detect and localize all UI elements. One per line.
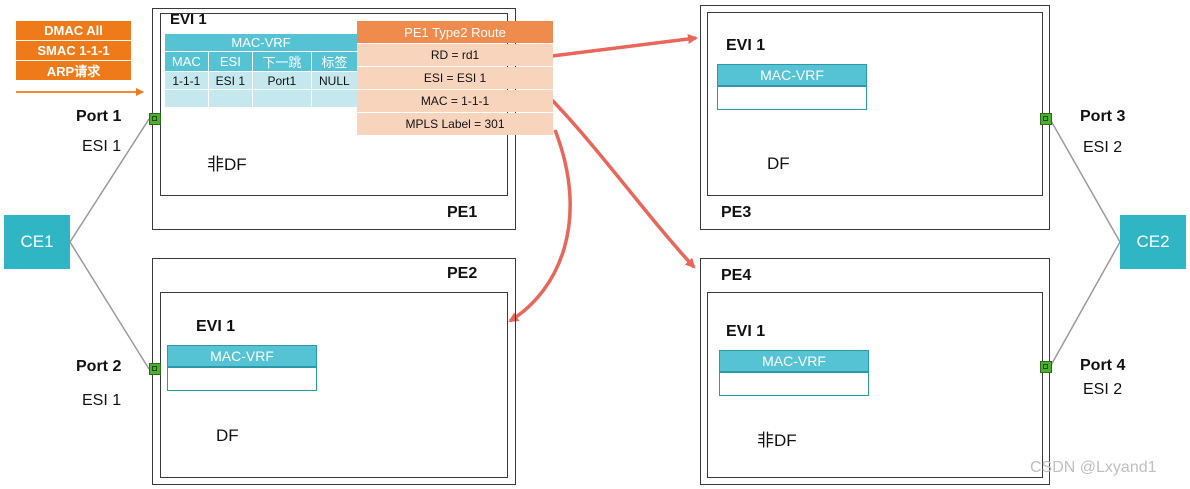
port3-esi-label: ESI 2 — [1083, 139, 1123, 156]
route-title: PE1 Type2 Route — [357, 21, 553, 43]
pe2-evi-label: EVI 1 — [196, 318, 236, 335]
link-ce2-port4 — [1049, 241, 1121, 368]
col-mac: MAC — [165, 52, 208, 71]
cell-label: NULL — [311, 72, 357, 89]
pe4-vrf-header: MAC-VRF — [719, 350, 869, 372]
pe1-evi-label: EVI 1 — [170, 11, 207, 28]
pe1-mac-vrf-table: MAC-VRF MAC ESI 下一跳 标签 1-1-1 ESI 1 Port1… — [164, 33, 358, 108]
table-row: 1-1-1 ESI 1 Port1 NULL — [165, 72, 357, 89]
col-esi: ESI — [208, 52, 253, 71]
route-arrow-pe2 — [508, 129, 572, 323]
cell-empty — [253, 90, 311, 107]
port1-icon[interactable] — [149, 113, 161, 125]
table-row — [165, 90, 357, 107]
col-nexthop: 下一跳 — [253, 52, 311, 71]
route-rd: RD = rd1 — [357, 44, 553, 66]
cell-empty — [311, 90, 357, 107]
port1-esi-label: ESI 1 — [82, 138, 122, 155]
port4-icon[interactable] — [1040, 361, 1052, 373]
watermark-text: CSDN @Lxyand1 — [1030, 459, 1157, 476]
route-esi: ESI = ESI 1 — [357, 67, 553, 89]
pe1-type2-route: PE1 Type2 Route RD = rd1 ESI = ESI 1 MAC… — [357, 21, 553, 135]
route-arrow-pe3 — [551, 34, 698, 58]
ce2-node[interactable]: CE2 — [1120, 215, 1186, 269]
cell-mac: 1-1-1 — [165, 72, 208, 89]
link-ce2-port3 — [1049, 118, 1121, 243]
pe2-vrf-body — [167, 367, 317, 391]
pe3-vrf-body — [717, 86, 867, 110]
pe4-name-label: PE4 — [721, 267, 752, 284]
cell-esi: ESI 1 — [208, 72, 253, 89]
pe3-name-label: PE3 — [721, 204, 752, 221]
pe2-vrf-header: MAC-VRF — [167, 345, 317, 367]
col-label: 标签 — [311, 52, 357, 71]
route-mac: MAC = 1-1-1 — [357, 90, 553, 112]
pe2-inner-box — [160, 292, 508, 478]
port1-label: Port 1 — [76, 108, 122, 125]
pe1-role-label: 非DF — [207, 155, 247, 174]
port4-label: Port 4 — [1080, 357, 1126, 374]
pe4-inner-box — [707, 292, 1043, 478]
port2-icon[interactable] — [149, 363, 161, 375]
port2-esi-label: ESI 1 — [82, 392, 122, 409]
packet-smac: SMAC 1-1-1 — [16, 41, 131, 60]
pe1-name-label: PE1 — [447, 204, 478, 221]
port2-label: Port 2 — [76, 358, 122, 375]
cell-empty — [165, 90, 208, 107]
packet-dmac: DMAC All — [16, 21, 131, 40]
pe3-role-label: DF — [767, 154, 790, 173]
route-arrow-pe4 — [550, 98, 696, 269]
link-ce1-port2 — [69, 241, 150, 370]
pe4-role-label: 非DF — [757, 431, 797, 450]
pe2-role-label: DF — [216, 426, 239, 445]
port3-icon[interactable] — [1040, 113, 1052, 125]
packet-arp: ARP请求 — [16, 61, 131, 80]
pe1-vrf-title: MAC-VRF — [165, 34, 357, 51]
link-ce1-port1 — [69, 118, 150, 243]
ce1-node[interactable]: CE1 — [4, 215, 70, 269]
pe3-inner-box — [707, 12, 1043, 196]
port4-esi-label: ESI 2 — [1083, 381, 1123, 398]
cell-empty — [208, 90, 253, 107]
pe3-vrf-header: MAC-VRF — [717, 64, 867, 86]
pe4-vrf-body — [719, 372, 869, 396]
pe2-name-label: PE2 — [447, 265, 478, 282]
pe4-evi-label: EVI 1 — [726, 323, 766, 340]
cell-nexthop: Port1 — [253, 72, 311, 89]
port3-label: Port 3 — [1080, 108, 1126, 125]
route-mpls-label: MPLS Label = 301 — [357, 113, 553, 135]
pe3-evi-label: EVI 1 — [726, 37, 766, 54]
